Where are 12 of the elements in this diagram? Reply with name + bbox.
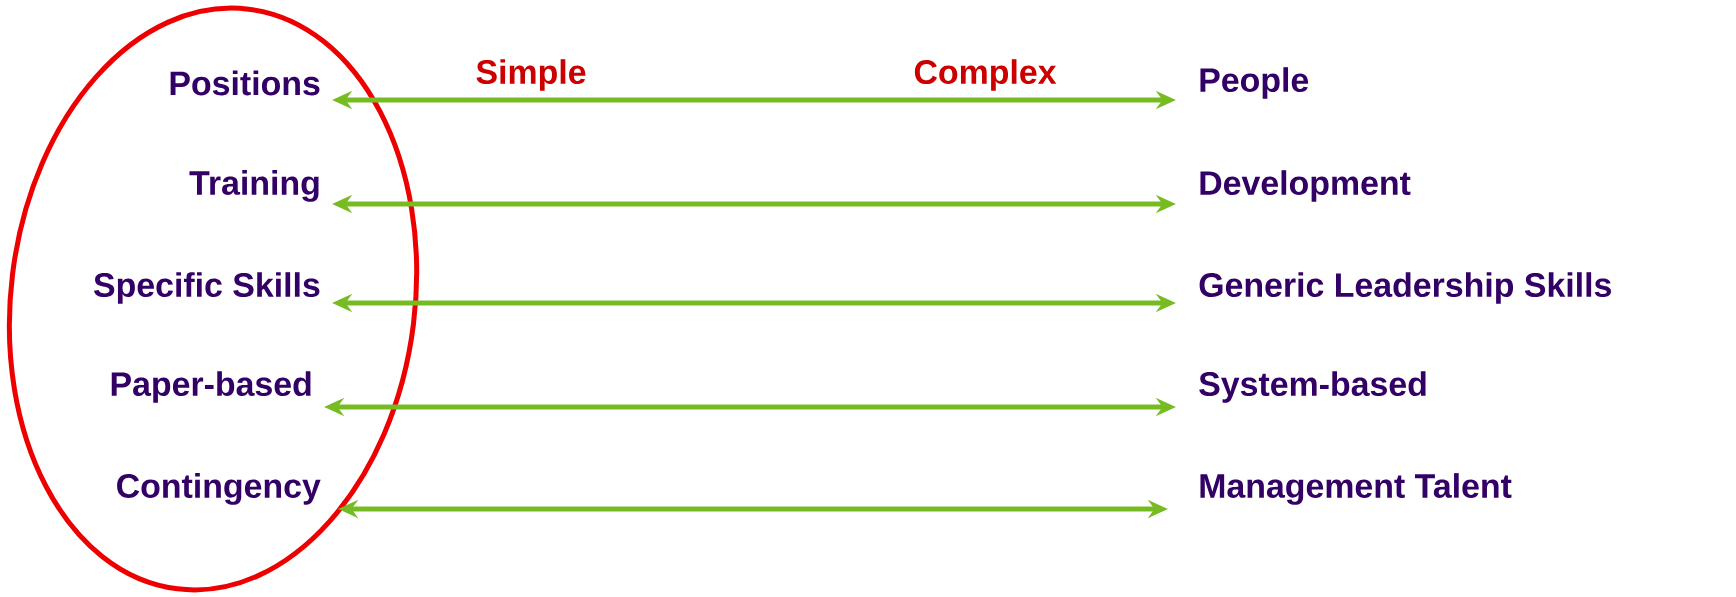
scale-label: Simple bbox=[476, 59, 586, 91]
term-label: Contingency bbox=[117, 473, 321, 505]
term-label: System-based bbox=[1199, 371, 1426, 403]
term-label: Paper-based bbox=[111, 371, 311, 403]
term-label: Management Talent bbox=[1200, 473, 1512, 505]
scale-label: Complex bbox=[914, 59, 1057, 91]
term-label: Generic Leadership Skills bbox=[1199, 272, 1611, 304]
term-label: Specific Skills bbox=[93, 272, 320, 304]
term-label: Positions bbox=[170, 70, 320, 96]
term-label: Training bbox=[189, 170, 319, 202]
term-label: People bbox=[1200, 67, 1309, 99]
term-label: Development bbox=[1200, 170, 1411, 202]
